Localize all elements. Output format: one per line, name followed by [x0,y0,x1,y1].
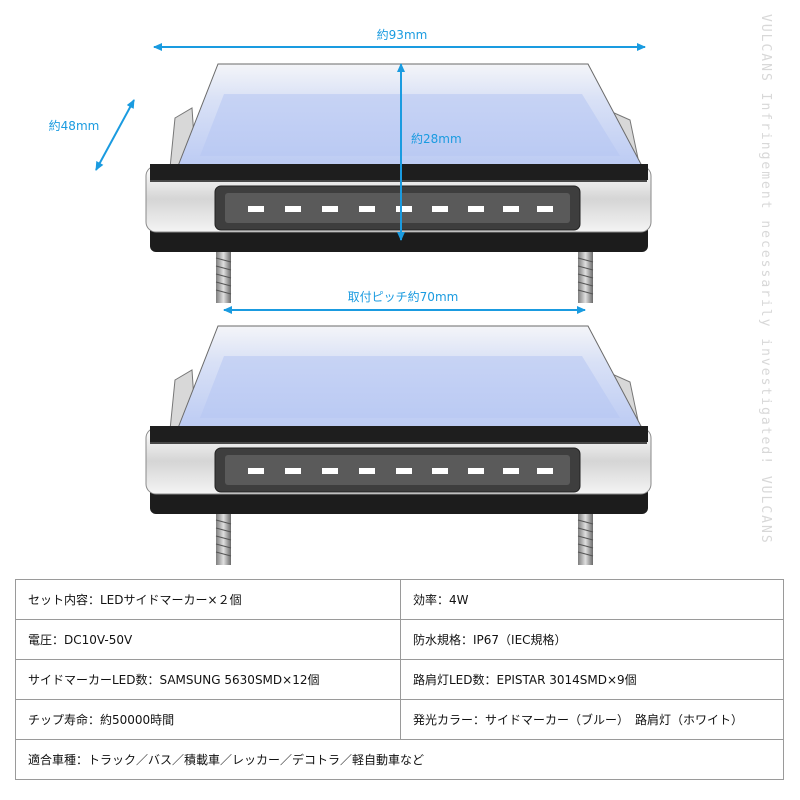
side-marker-unit-top [145,63,652,304]
height-dimension-label: 約28mm [411,131,462,146]
spec-chip-life: チップ寿命：約50000時間 [15,699,401,740]
watermark-text: VULCANS Infringement necessarily investi… [758,14,773,545]
depth-dimension-label: 約48mm [49,118,100,133]
spec-light-color: 発光カラー：サイドマーカー（ブルー） 路肩灯（ホワイト） [400,699,784,740]
depth-dimension-arrow [95,99,135,171]
side-marker-unit-bottom [145,325,652,566]
spec-voltage: 電圧：DC10V-50V [15,619,401,660]
table-row: 適合車種：トラック／バス／積載車／レッカー／デコトラ／軽自動車など [15,739,784,780]
spec-compatible-vehicles: 適合車種：トラック／バス／積載車／レッカー／デコトラ／軽自動車など [15,739,784,780]
product-figure: 約93mm 約48mm 約28mm 取付ピッチ約70mm [49,27,652,566]
spec-table: セット内容：LEDサイドマーカー×２個 効率：4W 電圧：DC10V-50V 防… [15,579,784,780]
spec-waterproof: 防水規格：IP67（IEC規格） [400,619,784,660]
spec-marker-led-count: サイドマーカーLED数：SAMSUNG 5630SMD×12個 [15,659,401,700]
pitch-dimension-label: 取付ピッチ約70mm [348,289,459,304]
table-row: セット内容：LEDサイドマーカー×２個 効率：4W [15,579,784,620]
table-row: 電圧：DC10V-50V 防水規格：IP67（IEC規格） [15,619,784,660]
table-row: サイドマーカーLED数：SAMSUNG 5630SMD×12個 路肩灯LED数：… [15,659,784,700]
watermark: VULCANS Infringement necessarily investi… [758,14,773,545]
spec-ground-light-led-count: 路肩灯LED数：EPISTAR 3014SMD×9個 [400,659,784,700]
width-dimension-label: 約93mm [377,27,428,42]
spec-set-contents: セット内容：LEDサイドマーカー×２個 [15,579,401,620]
spec-power: 効率：4W [400,579,784,620]
table-row: チップ寿命：約50000時間 発光カラー：サイドマーカー（ブルー） 路肩灯（ホワ… [15,699,784,740]
